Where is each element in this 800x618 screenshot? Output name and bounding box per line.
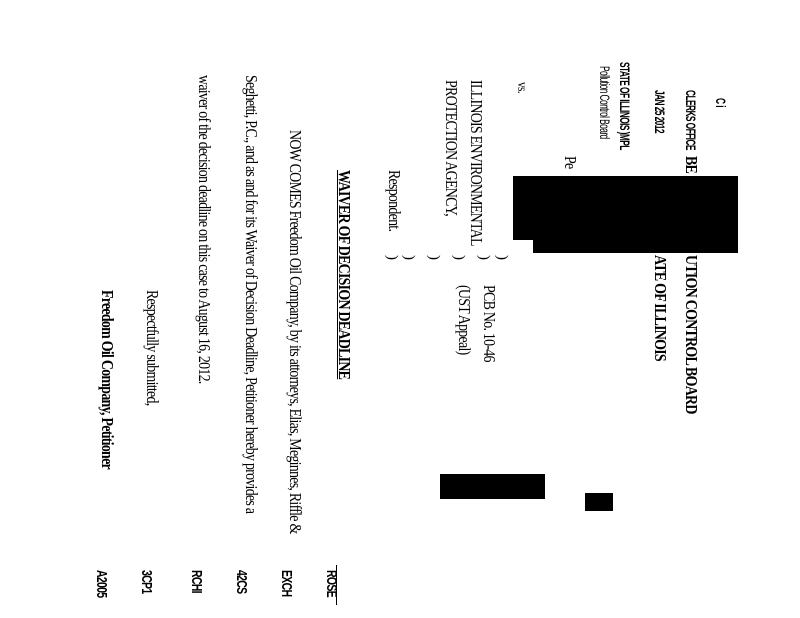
scan-mark-icon xyxy=(585,493,613,511)
stamp-mark: C i xyxy=(713,98,729,107)
redaction-block xyxy=(513,176,533,240)
header-title-start: BE xyxy=(682,156,701,174)
stamp-state-suffix: )MPL xyxy=(617,131,633,150)
body-line-3: waiver of the decision deadline on this … xyxy=(195,75,214,384)
body-line-2: Seghetti, P.C., and as and for its Waive… xyxy=(242,75,261,514)
stamp-date: JAN 25 2012 xyxy=(652,90,668,133)
header-state: ATE OF ILLINOIS xyxy=(651,255,670,361)
petitioner-fragment: Pe xyxy=(561,156,580,169)
header-title-end: UTION CONTROL BOARD xyxy=(682,255,701,414)
margin-mark: A2005 xyxy=(93,570,110,598)
paren: ) xyxy=(451,255,467,260)
paren: ) xyxy=(426,255,442,260)
vs-label: vs. xyxy=(514,82,529,93)
body-line-1: NOW COMES Freedom Oil Company, by its at… xyxy=(286,130,305,534)
respondent-line1: ILLINOIS ENVIRONMENTAL xyxy=(467,80,486,246)
case-number: PCB No. 10-46 xyxy=(480,285,499,362)
closing: Respectfully submitted, xyxy=(143,290,162,406)
margin-mark: 42CS xyxy=(233,570,250,594)
redaction-block xyxy=(533,176,738,253)
margin-mark: RCHI xyxy=(188,570,205,593)
paren: ) xyxy=(401,255,417,260)
paren: ) xyxy=(384,255,400,260)
stamp-state-text: STATE OF ILLINOIS xyxy=(617,62,633,130)
case-type: (UST Appeal) xyxy=(455,285,474,355)
document-heading: WAIVER OF DECISION DEADLINE xyxy=(335,170,354,380)
stamp-state: STATE OF ILLINOIS )MPL xyxy=(617,62,633,150)
respondent-line2: PROTECTION AGENCY, xyxy=(442,80,461,216)
paren: ) xyxy=(476,255,492,260)
stamp-board: Pollution Control Board xyxy=(597,66,613,139)
margin-mark: EXCH xyxy=(278,570,295,597)
signature-line: Freedom Oil Company, Petitioner xyxy=(98,290,117,469)
respondent-label: Respondent. xyxy=(385,170,404,232)
paren: ) xyxy=(494,255,510,260)
stamp-clerks-office: CLERKS OFFICE xyxy=(683,90,699,150)
margin-mark: 3CP1 xyxy=(138,570,155,594)
redaction-block-small xyxy=(440,474,545,499)
margin-mark: ROSE xyxy=(323,570,340,597)
